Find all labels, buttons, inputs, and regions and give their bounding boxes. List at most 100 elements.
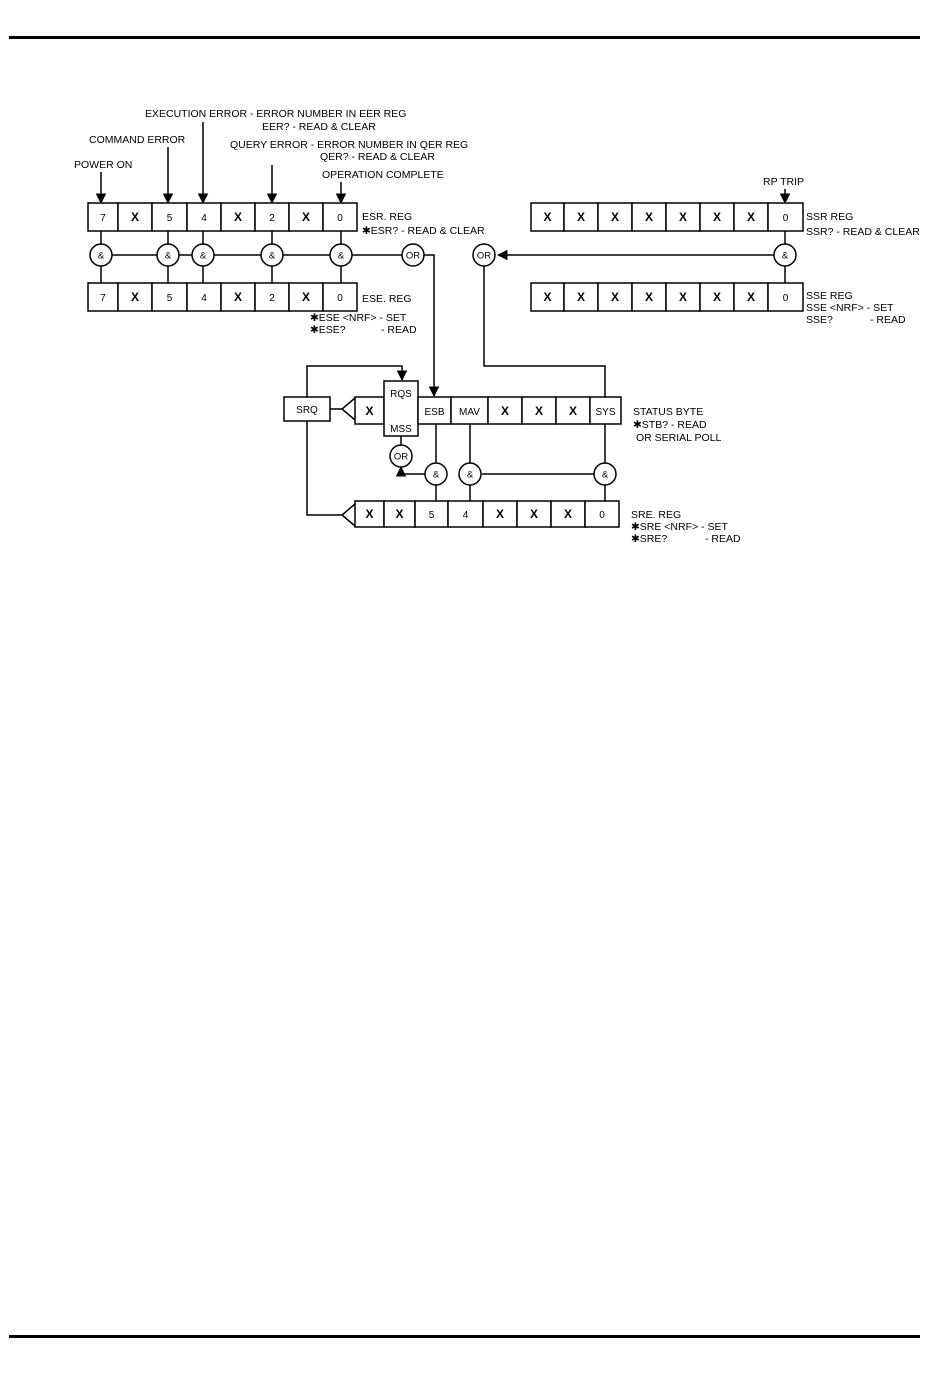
status-byte-cell-label: X [365, 404, 373, 418]
sre-cell-label: X [496, 507, 504, 521]
sse-cell: X [665, 282, 701, 312]
or-gate-label: OR [477, 251, 491, 262]
and-gate-label: & [165, 251, 172, 262]
esr-cell: 2 [254, 202, 290, 232]
and-gate-label: & [338, 251, 345, 262]
or-gate-label: OR [406, 251, 420, 262]
ssr-cell-label: X [611, 210, 619, 224]
status-byte-cell-label: X [569, 404, 577, 418]
sre-cell: 0 [584, 500, 620, 528]
ssr-cell: X [597, 202, 633, 232]
ssr-reg-command: SSR? - READ & CLEAR [806, 226, 920, 238]
status-byte-cell: SYS [589, 396, 622, 425]
ssr-cell-label: X [747, 210, 755, 224]
sse-cell: X [563, 282, 599, 312]
ese-cell-label: 0 [337, 293, 343, 304]
status-byte-cell: X [521, 396, 557, 425]
operation-complete-label: OPERATION COMPLETE [322, 169, 444, 181]
ssr-cell: X [631, 202, 667, 232]
ese-cell: 4 [186, 282, 222, 312]
esr-cell-label: 0 [337, 213, 343, 224]
status-byte-cell-label: SYS [595, 407, 615, 418]
esr-cell: 5 [151, 202, 188, 232]
and-gate-label: & [467, 470, 474, 481]
and-gate-label: & [200, 251, 207, 262]
exec-error-read-label: EER? - READ & CLEAR [262, 121, 376, 133]
sre-reg-label: SRE. REG [631, 509, 681, 521]
esr-cell-label: X [302, 210, 310, 224]
status-byte-cell-label: MAV [459, 407, 480, 418]
ese-cell: 0 [322, 282, 358, 312]
ese-read-command: ✱ESE? [310, 324, 346, 336]
exec-error-label: EXECUTION ERROR - ERROR NUMBER IN EER RE… [145, 108, 406, 120]
sse-cell: X [699, 282, 735, 312]
ese-cell: 7 [87, 282, 119, 312]
sre-cell-label: X [530, 507, 538, 521]
ese-cell-label: X [131, 290, 139, 304]
sse-cell: X [597, 282, 633, 312]
sre-cell: X [482, 500, 518, 528]
srq-label: SRQ [296, 405, 318, 416]
ssr-cell-label: X [713, 210, 721, 224]
ese-read-suffix: - READ [381, 324, 417, 336]
mss-label: MSS [390, 424, 412, 435]
and-gate-label: & [782, 251, 789, 262]
top-rule [9, 36, 920, 39]
and-gate: & [773, 243, 797, 267]
and-gate: & [156, 243, 180, 267]
ese-cell: X [117, 282, 153, 312]
or-gate: OR [401, 243, 425, 267]
ssr-cell-label: X [679, 210, 687, 224]
and-gate: & [593, 462, 617, 486]
rp-trip-label: RP TRIP [763, 176, 804, 188]
and-gate: & [191, 243, 215, 267]
sre-cell: X [383, 500, 416, 528]
sse-cell-label: X [577, 290, 585, 304]
ese-cell-label: 4 [201, 293, 207, 304]
esr-cell: X [117, 202, 153, 232]
sse-cell-label: X [679, 290, 687, 304]
sre-cell-label: 0 [599, 510, 605, 521]
esr-cell: 4 [186, 202, 222, 232]
ssr-cell: X [530, 202, 565, 232]
status-byte-cell-label: X [535, 404, 543, 418]
ssr-reg-label: SSR REG [806, 211, 853, 223]
ese-cell: 5 [151, 282, 188, 312]
esr-cell: X [288, 202, 324, 232]
ssr-cell-label: X [543, 210, 551, 224]
sse-cell: 0 [767, 282, 804, 312]
sse-read-command: SSE? [806, 314, 833, 326]
or-gate-label: OR [394, 452, 408, 463]
power-on-label: POWER ON [74, 159, 132, 171]
sre-set-command: ✱SRE <NRF> - SET [631, 521, 728, 533]
sre-cell-label: X [564, 507, 572, 521]
sse-cell: X [631, 282, 667, 312]
esr-cell: 0 [322, 202, 358, 232]
and-gate-label: & [98, 251, 105, 262]
or-gate: OR [472, 243, 496, 267]
sre-cell-label: 4 [463, 510, 469, 521]
esr-reg-label: ESR. REG [362, 211, 412, 223]
and-gate-label: & [269, 251, 276, 262]
ese-cell: X [220, 282, 256, 312]
status-byte-cell: ESB [417, 396, 452, 425]
sre-cell: X [550, 500, 586, 528]
esr-cell-label: X [234, 210, 242, 224]
query-error-read-label: QER? - READ & CLEAR [320, 151, 435, 163]
sre-read-command: ✱SRE? [631, 533, 667, 545]
status-byte-cell-label: X [501, 404, 509, 418]
sre-cell: 5 [414, 500, 449, 528]
sre-cell: X [354, 500, 385, 528]
and-gate: & [329, 243, 353, 267]
connector-lines [90, 122, 791, 527]
and-gate: & [260, 243, 284, 267]
status-byte-command-2: OR SERIAL POLL [636, 432, 722, 444]
sre-cell: X [516, 500, 552, 528]
esr-cell-label: 5 [167, 213, 173, 224]
status-byte-cell-label: ESB [424, 407, 444, 418]
esr-cell-label: 4 [201, 213, 207, 224]
ese-cell-label: 2 [269, 293, 275, 304]
esr-cell-label: X [131, 210, 139, 224]
